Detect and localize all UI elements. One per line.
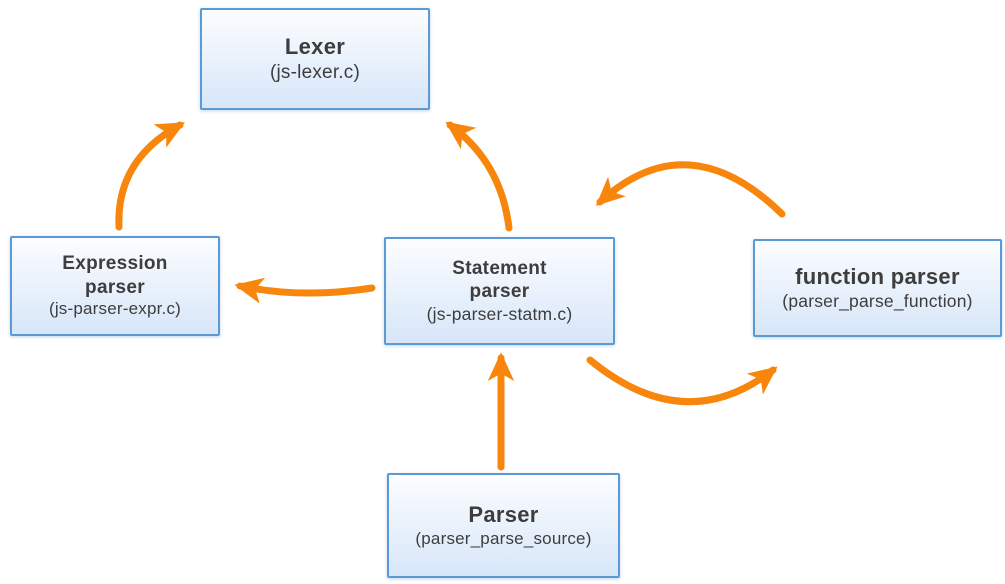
node-expression-parser-title: Expression parser [62, 253, 168, 298]
node-statement-parser: Statement parser (js-parser-statm.c) [384, 237, 615, 345]
arrow-statement-to-lexer [445, 121, 513, 232]
arrow-function-to-statement [595, 161, 786, 218]
arrow-statement-to-expression [234, 277, 376, 304]
node-expression-parser-subtitle: (js-parser-expr.c) [48, 298, 182, 318]
node-function-parser: function parser (parser_parse_function) [753, 239, 1002, 337]
node-expression-parser: Expression parser (js-parser-expr.c) [10, 236, 220, 336]
node-function-parser-title: function parser [795, 263, 960, 289]
arrow-statement-to-function [586, 356, 778, 406]
node-parser-subtitle: (parser_parse_source) [415, 528, 592, 548]
node-lexer-title: Lexer [284, 34, 346, 59]
node-statement-parser-title: Statement parser [452, 258, 547, 303]
node-function-parser-subtitle: (parser_parse_function) [782, 290, 973, 311]
arrow-expression-to-lexer [115, 121, 186, 231]
node-parser-title: Parser [468, 501, 539, 527]
node-parser: Parser (parser_parse_source) [387, 473, 620, 578]
node-lexer-subtitle: (js-lexer.c) [269, 61, 360, 83]
node-lexer: Lexer (js-lexer.c) [200, 8, 430, 110]
node-statement-parser-subtitle: (js-parser-statm.c) [426, 303, 573, 324]
